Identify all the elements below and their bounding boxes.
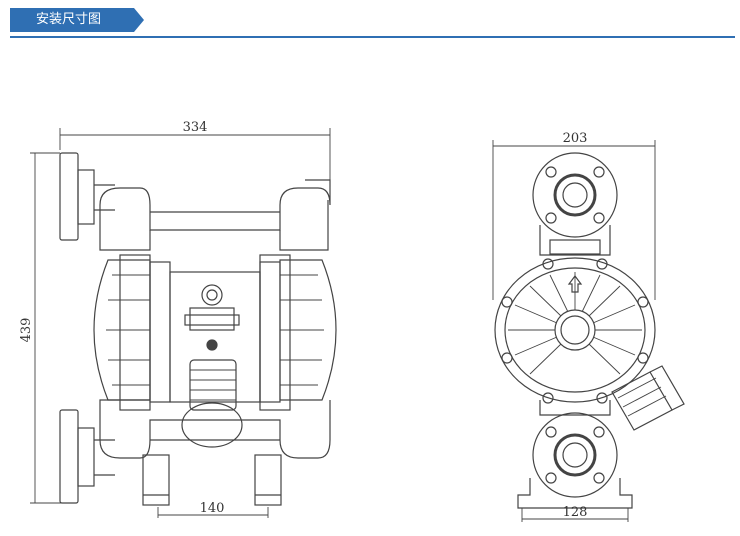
section-header: 安装尺寸图	[10, 8, 735, 40]
dim-front-height: 439	[19, 318, 34, 343]
dim-side-base: 128	[563, 505, 588, 520]
front-view: 334 439	[19, 120, 337, 518]
dim-front-width: 334	[183, 120, 208, 135]
dim-side-width: 203	[563, 131, 588, 146]
header-rule	[10, 36, 735, 38]
side-view: 203	[492, 131, 685, 522]
title-notch	[134, 8, 144, 32]
dim-front-base: 140	[200, 501, 225, 516]
section-title: 安装尺寸图	[10, 8, 134, 32]
